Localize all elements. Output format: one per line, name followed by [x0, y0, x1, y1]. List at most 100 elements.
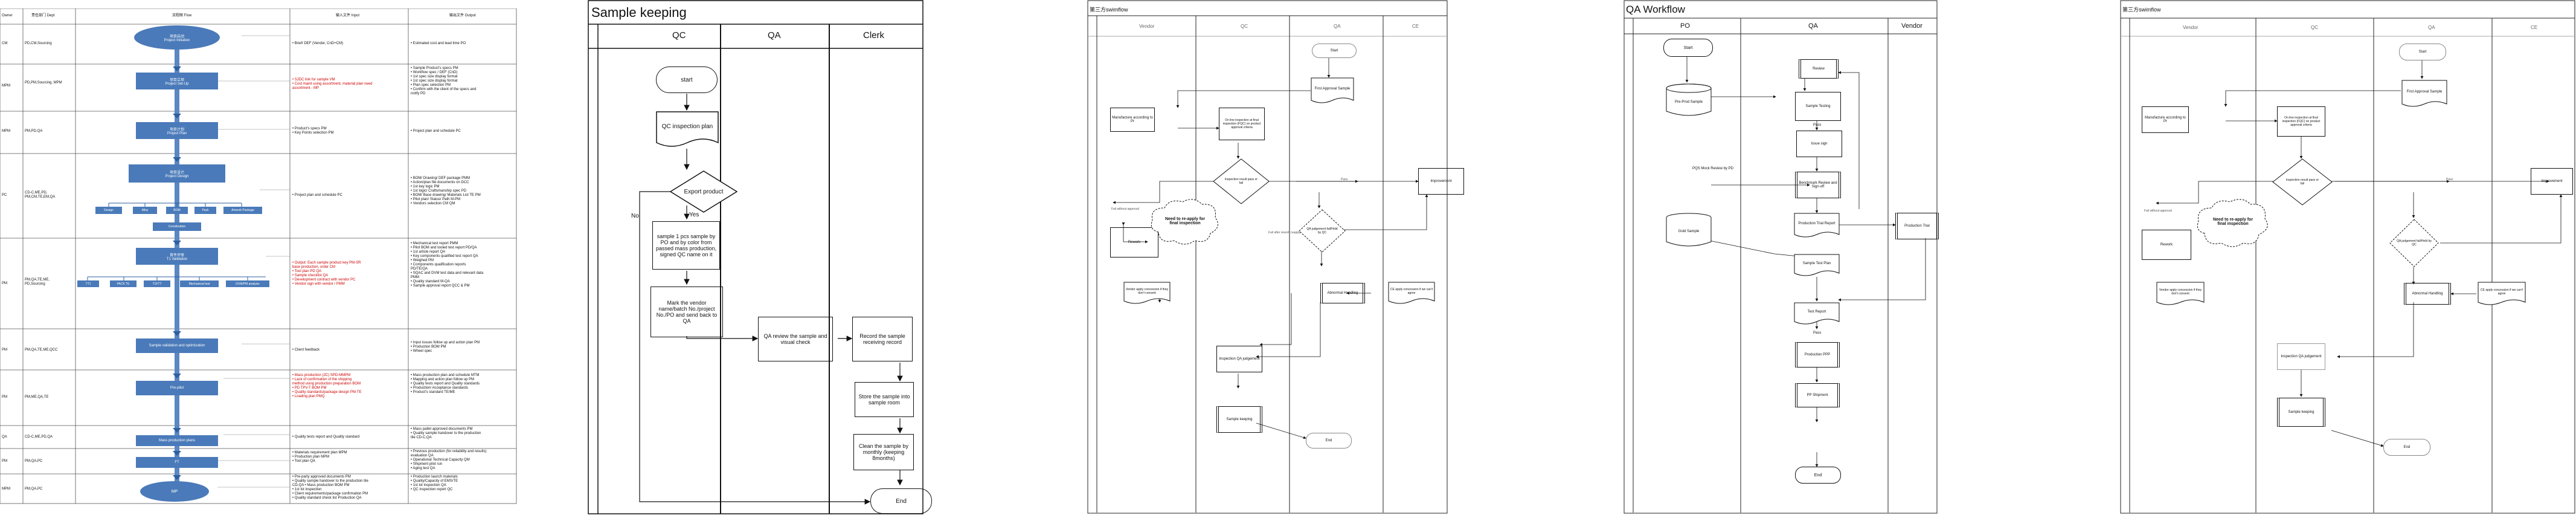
flow-branch: Artwork Package [223, 207, 262, 214]
table-row-dept: CD-C,ME,PD,QA [25, 435, 53, 439]
table-row-owner: CM [2, 42, 8, 45]
node-first-approval: First Approval Sample [1311, 77, 1354, 105]
table-row-input: • Brief/ DEF (Vendor, CnD+CM) [292, 42, 343, 45]
cloud-label: Need to re-apply for final inspection [1164, 217, 1206, 225]
col-header-dept: 责任部门 Dept [31, 14, 55, 18]
flow-branch2: T1FTT [144, 280, 170, 287]
table-row-output: • Production launch materials • Quality/… [411, 475, 458, 491]
lane-header: QA [768, 30, 781, 40]
flow-branch: Pack [194, 207, 216, 214]
label-fail-approval: Fail without approval [1111, 207, 1139, 211]
node-export-decision: Export product [670, 170, 737, 213]
first-approval-doc-shape [2401, 80, 2447, 107]
flow-step-prepilot: Pre-pilot [136, 381, 218, 395]
flow-step-design-en: Project Design [165, 174, 189, 178]
result-diamond [1213, 158, 1270, 204]
table-row-dept: PM,QA,TE,ME, PD,Sourcing [25, 278, 50, 286]
table-row-dept: PM,QA,PC [25, 459, 43, 463]
node-qc-plan: QC inspection plan [656, 111, 719, 149]
node-test-report: Test Report [1794, 302, 1840, 326]
label-pass: Pass [1813, 331, 1822, 335]
node-improvement: Improvement [1418, 168, 1464, 195]
trial-report-doc [1794, 213, 1840, 238]
pqs-review-label: PQS Mock Review by PD [1692, 167, 1733, 170]
lane-header: QA [1334, 24, 1341, 29]
flow-start-ellipse: 项目启动 Project Initiation [134, 25, 220, 50]
first-approval-label: First Approval Sample [1314, 87, 1351, 91]
lane-header: Vendor [2183, 25, 2199, 30]
flow-step-t1-cn: 首件评审 [169, 253, 184, 258]
node-clean: Clean the sample by monthly (keeping 8mo… [853, 434, 914, 470]
flow-step-plan: 项目计划 Project Plan [136, 122, 218, 139]
table-row-owner: QA [2, 435, 7, 439]
node-end: End [1306, 433, 1352, 449]
table-row-output: • Previous production (for reliability a… [411, 450, 487, 470]
table-row-input: • Product's specs PM • Key Points select… [292, 127, 334, 135]
vendor-concession-doc [2156, 282, 2205, 305]
flow-step-t1: 首件评审 T1 Validation [136, 248, 218, 265]
table-row-output: • Mass production plan and schedule MTM … [411, 374, 480, 394]
node-mark-box: Mark the vendor name/batch No./project N… [650, 287, 723, 337]
cloud-shape [2197, 199, 2268, 247]
node-manufacture: Manufacture according to Pr [1110, 108, 1155, 132]
col-header-flow: 流程图 Flow [172, 14, 192, 18]
label-no: No [631, 213, 639, 219]
ce-concession-doc [1388, 282, 1435, 304]
lane-header: CE [2531, 25, 2538, 30]
trial-report-label: Production Trial Report [1798, 222, 1836, 225]
lane-header: QA [1808, 22, 1818, 30]
sample-keeping-frame [588, 0, 923, 514]
lane-header: QC [1241, 24, 1248, 29]
qa-workflow-frame [1624, 0, 1938, 514]
table-row-owner: PC [2, 193, 7, 197]
node-pp-shipment: PP Shipment [1795, 383, 1840, 407]
flow-branch2: TT1 [77, 280, 99, 287]
flow-branch2: PACK TE [110, 280, 137, 287]
panel-process-table: Owner 责任部门 Dept 流程图 Flow 输入文件 Input 输出文件… [0, 8, 517, 504]
cloud-label: Need to re-apply for final inspection [2212, 218, 2253, 226]
flow-step-setup-cn: 项目立项 [169, 78, 184, 82]
swimflow2-title: 第三方swimflow [2122, 7, 2161, 13]
node-issue-sign: Issue sign [1796, 131, 1842, 157]
node-rework: Rework [2142, 230, 2191, 260]
panel-sample-keeping: Sample keeping QC QA Clerk start QC insp… [588, 0, 932, 515]
table-row-owner: PM [2, 348, 7, 352]
node-ce-concession: CE apply concession if we can't agree [1388, 282, 1435, 306]
table-row-dept: CD-C,ME,PD, PM,CM,TE,EM,QA [25, 191, 56, 199]
node-cloud: Need to re-apply for final inspection [2192, 196, 2272, 249]
node-cloud: Need to re-apply for final inspection [1146, 196, 1222, 247]
sample-keeping-title: Sample keeping [591, 5, 687, 20]
judgement-label: QA judgement fail/Hold by QC [2397, 239, 2432, 247]
node-review: Review [1799, 59, 1839, 79]
table-row-dept: PM,ME,QA,TE [25, 395, 49, 399]
node-abnormal: Abnormal Handling [2404, 283, 2451, 305]
table-row-input: • Output: Each sample product key PM-SR … [292, 261, 361, 286]
lane-header: PO [1680, 22, 1690, 30]
judgement-label: QA judgement fail/Hold by QC [1306, 227, 1338, 235]
node-ce-concession: CE apply concession if we can't agree [2478, 282, 2526, 307]
flow-step-validation: Sample validation and optimization [136, 338, 218, 353]
flow-branch: BOM [166, 207, 188, 214]
node-improvement: Improvement [2531, 168, 2573, 195]
label-yes: Yes [689, 212, 699, 218]
label-fail-reapply: Fail after rework reapply [1268, 231, 1301, 235]
panel-third-party-swimflow-2: 第三方swimflow Vendor QC QA CE Start First … [2120, 0, 2576, 515]
table-row-output: • BOM/ Drawing/ DEF package PMM • Action… [411, 177, 481, 206]
col-header-owner: Owner [2, 14, 13, 18]
table-row-dept: PD,CM,Sourcing [25, 42, 52, 45]
flow-branch: Alloy [133, 207, 157, 214]
flow-start-cn: 项目启动 [169, 34, 184, 39]
flow-step-design-cn: 项目设计 [169, 170, 184, 175]
table-row-output: • Input issues follow up and action plan… [411, 341, 480, 353]
table-row-input: • Pre-party approved documents PM • Qual… [292, 475, 368, 500]
swimflow-frame [1087, 0, 1448, 514]
col-header-input: 输入文件 Input [336, 14, 360, 18]
gold-cylinder-shape [1666, 213, 1712, 247]
table-row-output: • Sample Product's specs PM • Workflow s… [411, 66, 477, 96]
table-row-owner: PM [2, 395, 7, 399]
table-row-input: • SJDC link for sample VM • Cost maint u… [292, 78, 373, 90]
panel-qa-workflow: QA Workflow PO QA Vendor Start Pre-Prod … [1624, 0, 1939, 515]
lane-header: QC [672, 30, 686, 40]
gold-sample-label: Gold Sample [1678, 230, 1700, 233]
lane-header: Vendor [1901, 22, 1922, 30]
